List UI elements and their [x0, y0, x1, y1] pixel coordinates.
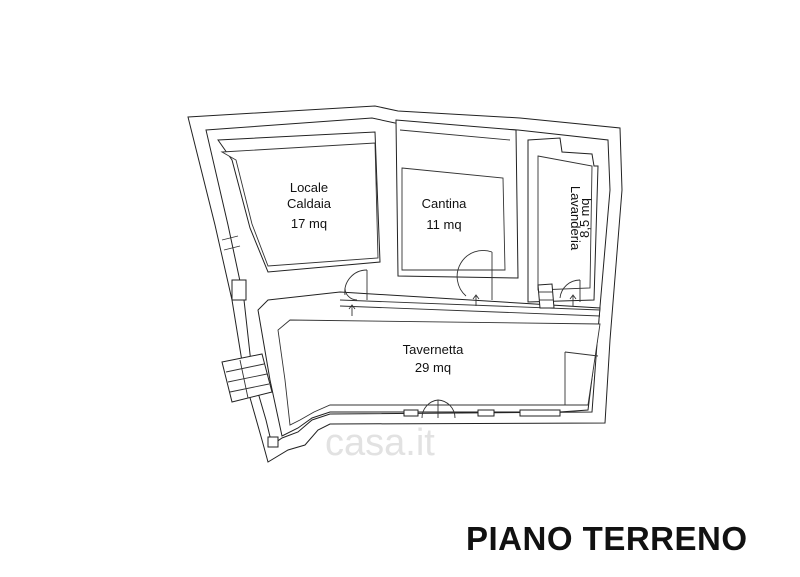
room-label-lavanderia-area: 8,5 mq: [577, 198, 592, 238]
staircase: [221, 283, 555, 403]
door-locale-caldaia: [344, 269, 368, 301]
room-label-locale-caldaia-line1: Locale: [290, 180, 328, 195]
room-label-locale-caldaia-line2: Caldaia: [287, 196, 332, 211]
door-lavanderia: [559, 279, 581, 302]
room-locale-caldaia: [217, 131, 381, 273]
corridor: [339, 299, 601, 317]
room-tavernetta: [257, 291, 601, 437]
windows: [231, 279, 561, 448]
room-lavanderia: [527, 137, 599, 303]
room-label-tavernetta: Tavernetta: [403, 342, 464, 357]
room-label-tavernetta-area: 29 mq: [415, 360, 451, 375]
room-label-lavanderia: Lavanderia: [568, 186, 583, 251]
door-cantina: [456, 249, 493, 300]
wall-details: [221, 235, 241, 251]
room-label-cantina: Cantina: [422, 196, 468, 211]
watermark-text: casa.it: [325, 422, 435, 464]
arrow-icons: [348, 294, 577, 316]
room-cantina: [395, 119, 519, 279]
room-label-locale-caldaia-area: 17 mq: [291, 216, 327, 231]
floor-title: PIANO TERRENO: [466, 520, 748, 557]
door-tavernetta-entrance: [421, 399, 456, 419]
room-label-cantina-area: 11 mq: [426, 217, 461, 232]
